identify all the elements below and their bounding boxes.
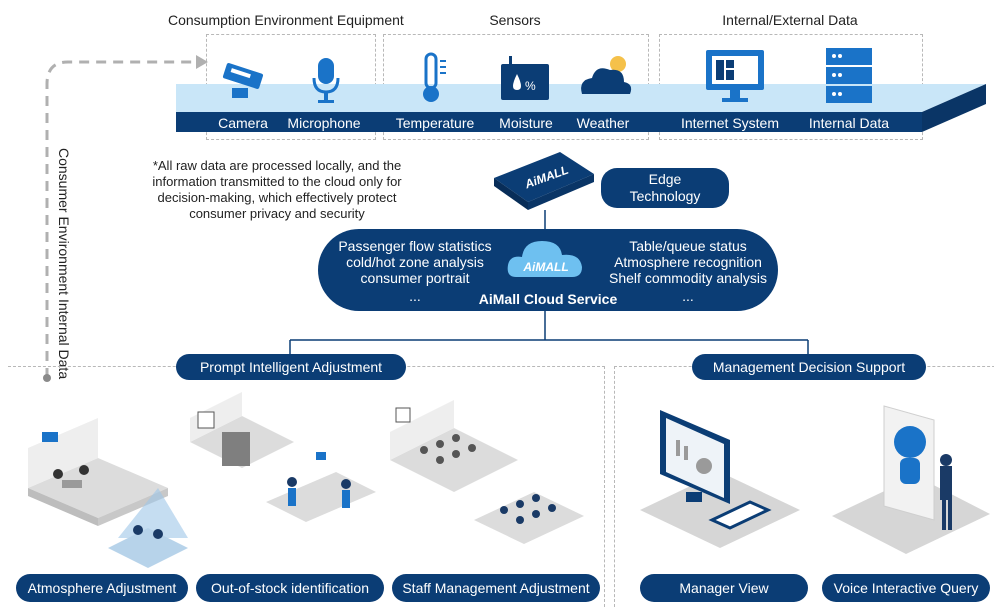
device-platform [176,84,986,132]
device-label-internal-data: Internal Data [808,115,890,131]
cloud-right-item-2: Atmosphere recognition [614,254,762,270]
device-label-moisture: Moisture [499,115,553,131]
cloud-right-item-4: ... [682,288,694,304]
device-label-temperature: Temperature [395,115,475,131]
server-icon [826,48,872,103]
out-of-stock-illustration [190,392,376,522]
cloud-left-item-3: consumer portrait [360,270,470,286]
group-title-consumption: Consumption Environment Equipment [168,12,404,28]
use-case-atmosphere-adjustment: Atmosphere Adjustment [16,574,188,602]
moisture-icon: % [501,56,549,100]
device-label-internet-system: Internet System [680,115,780,131]
section-right-header: Management Decision Support [692,354,926,380]
edge-technology-label: Edge Technology [601,168,729,208]
cloud-left-item-1: Passenger flow statistics [338,238,492,254]
cloud-icon [507,241,582,277]
group-title-data: Internal/External Data [722,12,858,28]
cloud-service-title: AiMall Cloud Service [478,291,618,307]
device-label-camera: Camera [218,115,268,131]
atmosphere-room-illustration [28,418,188,568]
use-case-staff-management: Staff Management Adjustment [392,574,600,602]
staff-management-illustration [390,400,584,544]
camera-icon [222,63,264,98]
cloud-left-item-2: cold/hot zone analysis [346,254,484,270]
use-case-voice-query: Voice Interactive Query [822,574,990,602]
monitor-icon [706,50,764,102]
device-label-weather: Weather [576,115,630,131]
cloud-left-item-4: ... [409,288,421,304]
section-left-header: Prompt Intelligent Adjustment [176,354,406,380]
use-case-manager-view: Manager View [640,574,808,602]
thermometer-icon [423,52,446,102]
voice-query-illustration [832,405,990,554]
cloud-logo: AiMALL [523,260,569,274]
microphone-icon [312,58,340,103]
device-label-microphone: Microphone [287,115,361,131]
svg-text:%: % [525,79,536,93]
cloud-right-item-3: Shelf commodity analysis [609,270,767,286]
edge-device-icon [494,152,594,210]
privacy-note: *All raw data are processed locally, and… [152,158,402,221]
use-case-out-of-stock: Out-of-stock identification [196,574,384,602]
cloud-right-item-1: Table/queue status [629,238,747,254]
group-title-sensors: Sensors [489,12,541,28]
manager-view-illustration [640,410,800,548]
side-label: Consumer Environment Internal Data [56,148,72,380]
weather-icon [581,56,632,94]
